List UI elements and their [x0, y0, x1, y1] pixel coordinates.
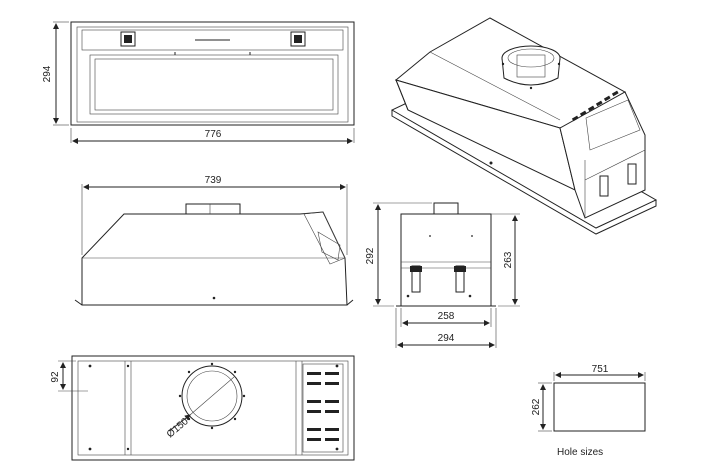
hole-outline — [553, 382, 646, 432]
side-width-label: 739 — [205, 175, 222, 186]
hole-sizes: 751 262 Hole sizes — [531, 364, 646, 458]
side-view: 739 — [74, 175, 354, 306]
bottom-offset-label: 92 — [50, 371, 61, 383]
hole-sizes-caption: Hole sizes — [557, 447, 603, 458]
duct-diameter-label: Ø150 — [165, 416, 191, 440]
front-view: 776 294 — [42, 21, 355, 144]
hole-height-label: 262 — [531, 398, 542, 415]
hole-width-label: 751 — [592, 364, 609, 375]
isometric-view — [390, 17, 658, 235]
end-height-outer-label: 292 — [365, 247, 376, 264]
end-height-inner-label: 263 — [503, 251, 514, 268]
front-height-label: 294 — [42, 65, 53, 82]
iso-clamp-left-icon — [599, 175, 609, 197]
end-depth-label: 294 — [438, 333, 455, 344]
bottom-view: Ø150 92 — [50, 355, 355, 461]
end-base-label: 258 — [438, 311, 455, 322]
end-view: 292 263 258 294 — [365, 202, 520, 348]
iso-clamp-right-icon — [627, 163, 637, 185]
front-width-label: 776 — [205, 129, 222, 140]
